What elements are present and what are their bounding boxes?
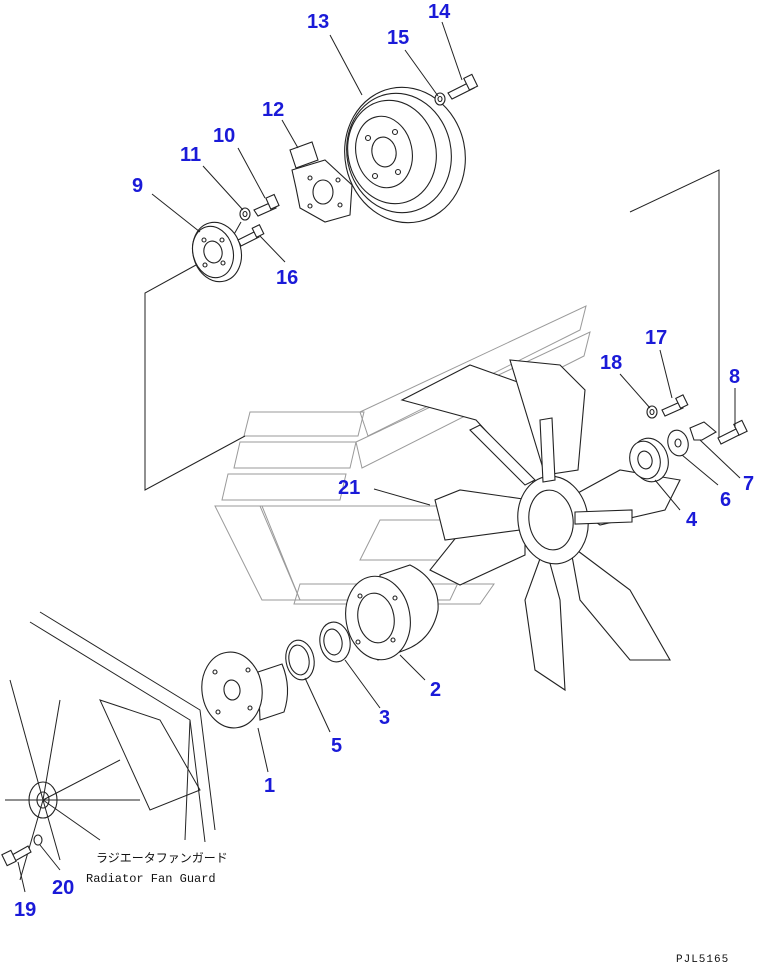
drawing-code: PJL5165 (676, 954, 729, 965)
label-20: 20 (52, 877, 74, 899)
label-15: 15 (387, 27, 409, 49)
plate-12 (289, 141, 353, 223)
hub-1 (201, 651, 289, 729)
label-6: 6 (720, 489, 731, 511)
assembly-lines (144, 169, 720, 506)
spacer-2 (345, 564, 439, 661)
label-19: 19 (14, 899, 36, 921)
label-1: 1 (264, 775, 275, 797)
label-13: 13 (307, 11, 329, 33)
bolt-19 (1, 845, 32, 867)
bolt-14 (447, 73, 479, 100)
ring-5 (285, 639, 315, 681)
bolt-8 (717, 419, 748, 445)
bolt-17 (661, 394, 689, 417)
caption-japanese: ラジエータファンガード (96, 851, 228, 866)
label-9: 9 (132, 175, 143, 197)
radiator-fan-guard (5, 611, 216, 881)
label-4: 4 (686, 509, 698, 531)
label-16: 16 (276, 267, 298, 289)
washer-20 (33, 834, 43, 846)
label-5: 5 (331, 735, 342, 757)
label-14: 14 (428, 1, 451, 23)
label-3: 3 (379, 707, 390, 729)
label-7: 7 (743, 473, 754, 495)
fan-21 (400, 359, 681, 692)
washer-plate-6 (667, 429, 689, 457)
bolt-10 (253, 193, 280, 217)
bolt-16 (237, 224, 265, 247)
washer-15 (434, 92, 446, 106)
label-18: 18 (600, 352, 622, 374)
label-8: 8 (729, 366, 740, 388)
label-12: 12 (262, 99, 284, 121)
label-11: 11 (180, 144, 201, 166)
caption-english: Radiator Fan Guard (86, 872, 216, 886)
washer-18 (646, 405, 658, 419)
label-21: 21 (338, 477, 360, 499)
leader-lines (17, 21, 741, 893)
ring-3 (319, 621, 351, 663)
part-labels: 13 14 15 12 10 11 9 16 18 17 8 7 6 4 21 … (14, 1, 754, 921)
label-2: 2 (430, 679, 441, 701)
flange-9 (191, 221, 242, 283)
bracket-7 (689, 421, 717, 441)
label-10: 10 (213, 125, 235, 147)
pulley-13 (344, 86, 466, 224)
label-17: 17 (645, 327, 667, 349)
washer-11 (239, 207, 251, 221)
spacer-4 (629, 437, 669, 483)
